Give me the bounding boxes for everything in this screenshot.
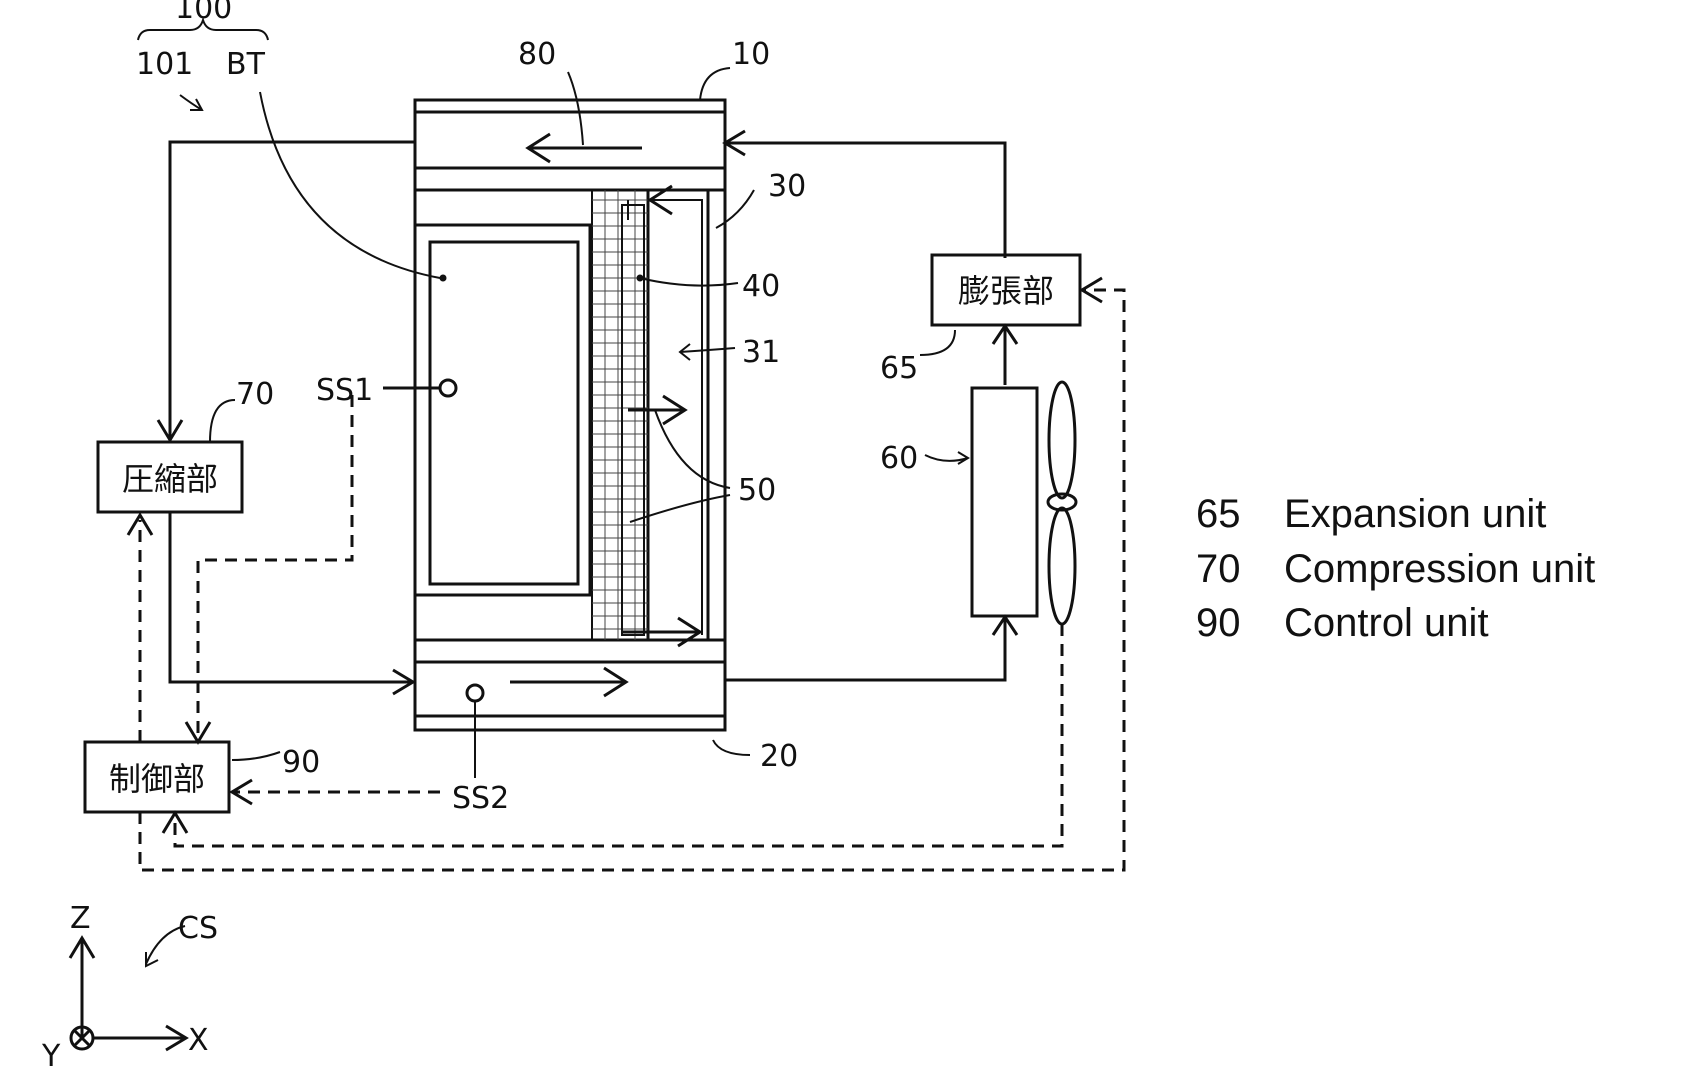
coordinate-system [70, 938, 186, 1050]
reference-labels: 100 101 BT 80 10 30 40 31 50 20 65 60 70… [41, 0, 918, 1074]
control-unit-box: 制御部 [85, 742, 229, 812]
label-101: 101 [136, 47, 193, 82]
label-bt: BT [226, 47, 266, 82]
legend-text-70: Compression unit [1284, 547, 1595, 591]
label-20: 20 [760, 739, 798, 774]
label-31: 31 [742, 335, 780, 370]
legend-text-65: Expansion unit [1284, 492, 1546, 536]
label-90: 90 [282, 745, 320, 780]
label-80: 80 [518, 37, 556, 72]
label-ss2: SS2 [452, 781, 509, 816]
label-cs: CS [178, 911, 218, 946]
leader-lines [138, 20, 968, 966]
sensor-ss1 [383, 380, 456, 396]
refrigerant-piping [158, 131, 1017, 694]
legend-num-65: 65 [1196, 492, 1241, 536]
control-unit-label: 制御部 [109, 760, 205, 798]
legend: 65 Expansion unit 70 Compression unit 90… [1196, 492, 1595, 645]
label-50: 50 [738, 473, 776, 508]
battery-bt [415, 225, 590, 595]
flow-arrows [510, 134, 702, 696]
control-signal-lines [128, 278, 1124, 870]
compression-unit-label: 圧縮部 [122, 460, 218, 498]
label-10: 10 [732, 37, 770, 72]
legend-num-70: 70 [1196, 547, 1241, 591]
axis-x-label: X [188, 1023, 209, 1058]
fan-icon [1048, 382, 1076, 624]
legend-text-90: Control unit [1284, 601, 1489, 645]
heat-exchanger-grid-40 [592, 190, 648, 640]
axis-z-label: Z [70, 901, 91, 936]
label-65: 65 [880, 351, 918, 386]
label-70: 70 [236, 377, 274, 412]
condenser-60 [972, 388, 1037, 616]
label-60: 60 [880, 441, 918, 476]
label-40: 40 [742, 269, 780, 304]
expansion-unit-box: 膨張部 [932, 255, 1080, 325]
expansion-unit-label: 膨張部 [958, 272, 1054, 310]
label-30: 30 [768, 169, 806, 204]
axis-y-label: Y [41, 1039, 61, 1074]
legend-num-90: 90 [1196, 601, 1241, 645]
compression-unit-box: 圧縮部 [98, 442, 242, 512]
label-100: 100 [175, 0, 232, 26]
label-ss1: SS1 [316, 373, 373, 408]
